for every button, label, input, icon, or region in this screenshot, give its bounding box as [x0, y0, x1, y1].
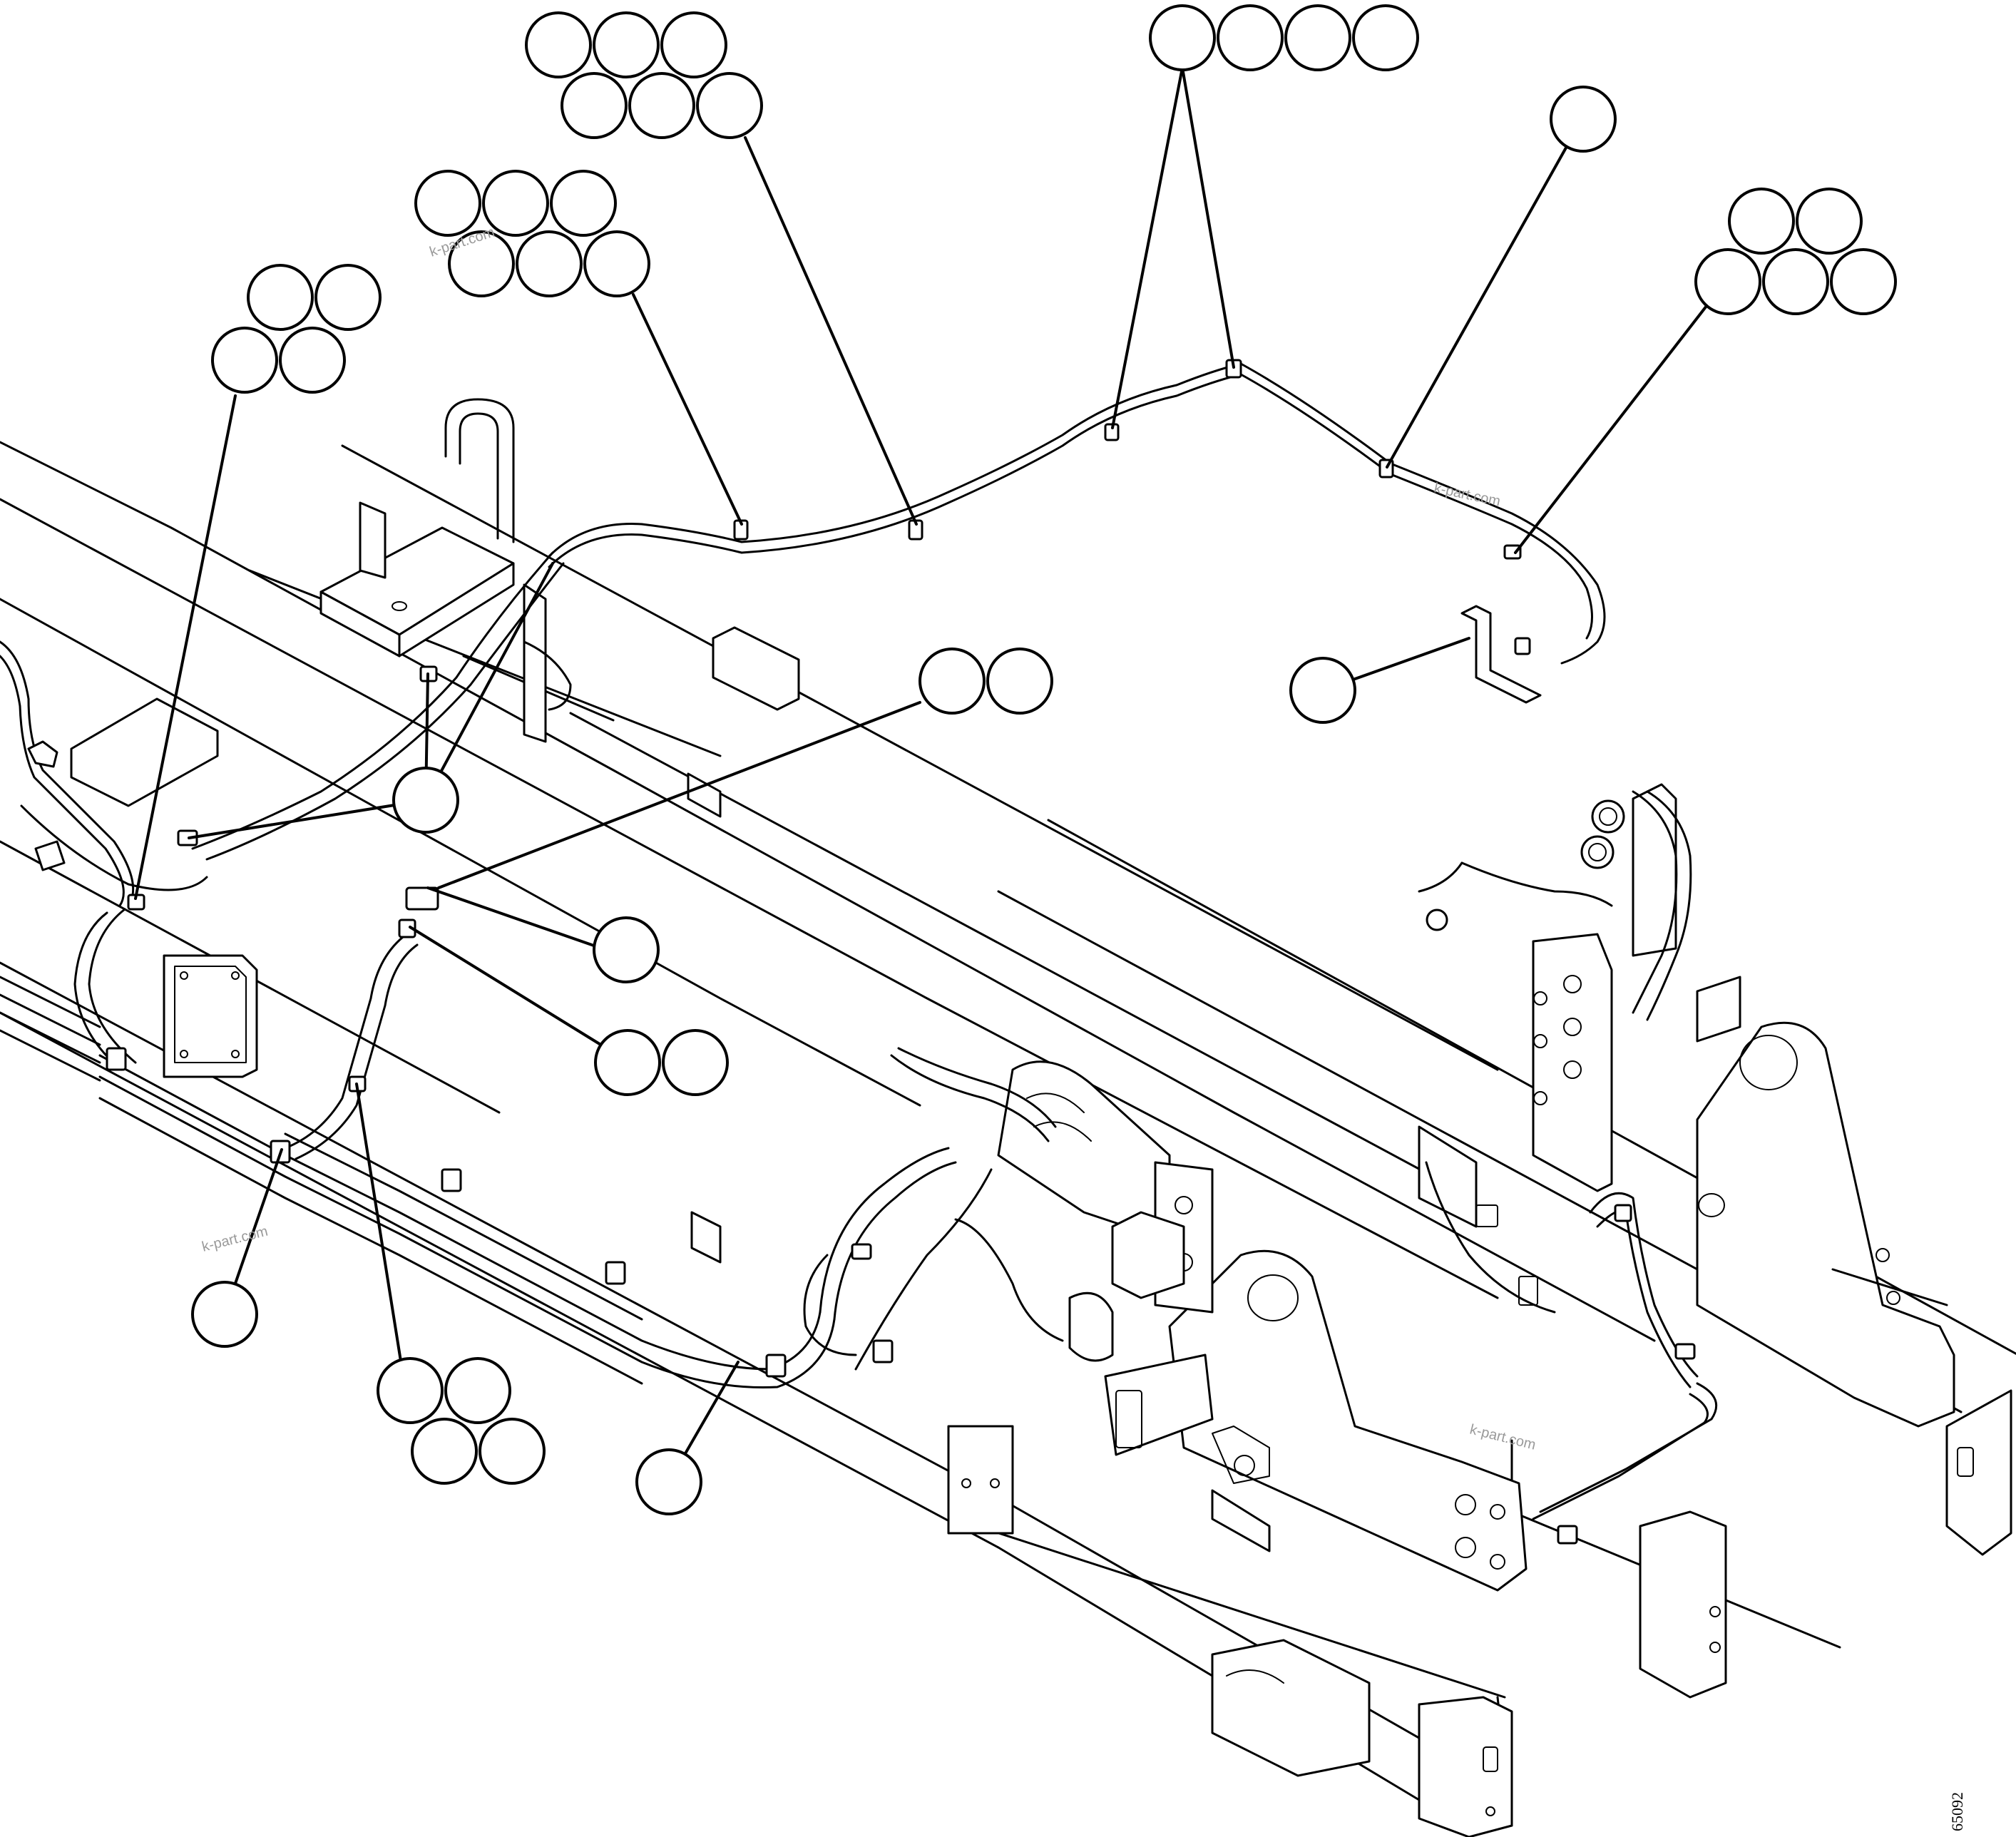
leader-lines	[134, 66, 1713, 1483]
callout-bubble	[211, 327, 278, 394]
callout-bubble	[594, 1029, 661, 1096]
callout-bubble	[635, 1448, 702, 1515]
callout-bubble	[662, 1029, 729, 1096]
callout-bubble	[1830, 248, 1897, 315]
callout-bubble	[314, 264, 382, 331]
callout-bubble	[191, 1281, 258, 1348]
callout-bubble	[1149, 4, 1216, 71]
callout-bubble	[482, 170, 549, 237]
callout-bubble	[1762, 248, 1829, 315]
callout-bubble	[525, 11, 592, 78]
callout-bubble	[247, 264, 314, 331]
callout-bubble	[550, 170, 617, 237]
callout-bubble	[628, 72, 695, 139]
watermark-text: k-part.com	[1468, 1422, 1537, 1453]
callout-bubbles	[191, 4, 1897, 1515]
callout-bubble	[1796, 188, 1863, 255]
callout-bubble	[660, 11, 727, 78]
figure-number: 65092	[1948, 1792, 1966, 1831]
callout-bubble	[444, 1357, 511, 1424]
callout-bubble	[279, 327, 346, 394]
callout-bubble	[1289, 657, 1356, 724]
callout-bubble	[1284, 4, 1351, 71]
callout-bubble	[593, 11, 660, 78]
frame-structure	[0, 398, 2016, 1837]
callout-bubble	[593, 916, 660, 983]
callout-bubble	[1217, 4, 1284, 71]
callout-bubble	[1728, 188, 1795, 255]
callout-bubble	[479, 1418, 546, 1485]
callout-bubble	[392, 767, 459, 834]
callout-bubble	[1550, 86, 1617, 153]
watermark-text: k-part.com	[200, 1224, 270, 1255]
callout-bubble	[561, 72, 628, 139]
callout-bubble	[516, 230, 583, 297]
callout-bubble	[411, 1418, 478, 1485]
callout-bubble	[986, 648, 1053, 715]
callout-bubble	[583, 230, 650, 297]
callout-bubble	[414, 170, 481, 237]
callout-bubble	[377, 1357, 444, 1424]
callout-bubble	[448, 230, 515, 297]
wire-harnesses	[0, 362, 1718, 1520]
callout-bubble	[919, 648, 986, 715]
callout-bubble	[1694, 248, 1761, 315]
callout-bubble	[696, 72, 763, 139]
callout-bubble	[1352, 4, 1419, 71]
harness-clips	[27, 359, 1696, 1545]
